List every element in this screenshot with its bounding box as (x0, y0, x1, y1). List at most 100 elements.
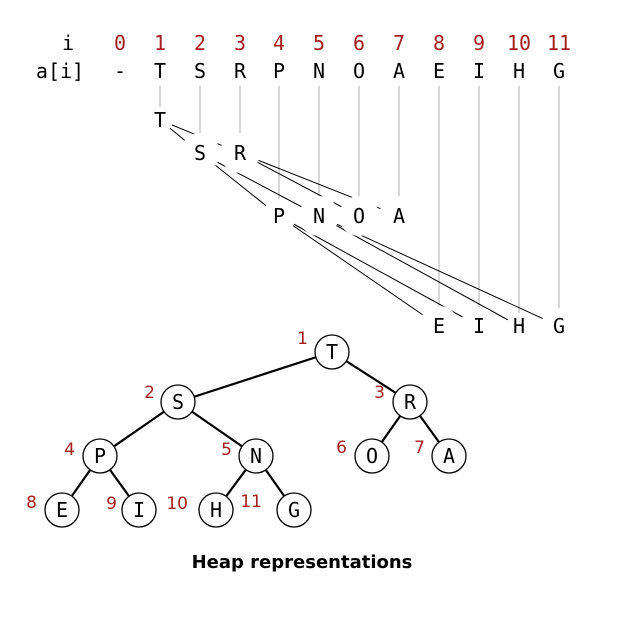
array-index-2: 2 (194, 31, 206, 55)
array-index-3: 3 (234, 31, 246, 55)
tree-node-key: N (250, 444, 262, 468)
lattice-node-9: I (460, 307, 499, 345)
lattice-link-3-6 (239, 152, 360, 217)
lattice-node-key: A (393, 204, 405, 228)
lattice-link-4-8 (278, 215, 440, 327)
diagram-caption: Heap representations (192, 552, 413, 573)
tree-node-circle (44, 492, 80, 528)
tree-node-key: H (210, 498, 222, 522)
lattice-node-1: T (147, 107, 173, 133)
tree-node-index: 11 (240, 492, 262, 512)
lattice-node-key: N (313, 204, 325, 228)
array-index-9: 9 (473, 31, 485, 55)
tree-node-key: O (366, 444, 378, 468)
lattice-node-key: R (234, 141, 247, 165)
array-index-0: 0 (114, 31, 126, 55)
lattice-node-key: O (353, 204, 365, 228)
tree-node-10: H 10 (166, 492, 234, 528)
tree-node-index: 5 (221, 440, 232, 460)
array-value-1: T (154, 59, 166, 83)
tree-node-circle (392, 384, 428, 420)
lattice-node-5: N (299, 196, 339, 236)
array-index-11: 11 (547, 31, 571, 55)
tree-node-index: 9 (106, 494, 117, 514)
tree-node-key: A (443, 444, 455, 468)
array-index-10: 10 (507, 31, 531, 55)
tree-node-index: 6 (336, 438, 347, 458)
array-value-3: R (234, 59, 247, 83)
tree-node-circle (238, 438, 274, 474)
tree-node-7: A7 (414, 438, 467, 474)
array-index-8: 8 (433, 31, 445, 55)
array-index-4: 4 (273, 31, 285, 55)
tree-node-key: P (94, 444, 106, 468)
tree-node-3: R3 (374, 383, 428, 420)
lattice-node-7: A (379, 196, 421, 236)
lattice-node-key: E (433, 314, 445, 338)
array-row-label: a[i] (36, 59, 84, 83)
tree-node-key: I (133, 498, 145, 522)
array-value-8: E (433, 59, 445, 83)
tree-node-11: G 11 (240, 492, 312, 528)
lattice-node-key: I (473, 314, 485, 338)
array-index-5: 5 (313, 31, 325, 55)
tree-node-circle (198, 492, 234, 528)
lattice-link-2-5 (199, 152, 320, 217)
array-index-1: 1 (154, 31, 166, 55)
tree-node-6: O6 (336, 438, 390, 474)
lattice-node-key: T (154, 108, 166, 132)
array-index-6: 6 (353, 31, 365, 55)
lattice-node-3: R (220, 133, 260, 173)
tree-node-circle (82, 438, 118, 474)
tree-node-circle (276, 492, 312, 528)
array-value-0: - (114, 59, 126, 83)
tree-node-2: S2 (144, 383, 196, 420)
tree-node-key: E (56, 498, 68, 522)
lattice-node-key: S (194, 141, 206, 165)
tree-node-index: 4 (64, 440, 75, 460)
index-row-label: i (62, 31, 74, 55)
array-value-5: N (313, 59, 325, 83)
array-value-11: G (553, 59, 565, 83)
tree-node-key: R (404, 390, 417, 414)
tree-node-circle (354, 438, 390, 474)
array-value-6: O (353, 59, 365, 83)
lattice-node-10: H (506, 313, 532, 339)
tree-node-8: E8 (26, 492, 80, 528)
lattice-node-key: P (273, 204, 285, 228)
lattice-node-4: P (262, 199, 296, 233)
tree-node-5: N5 (221, 438, 274, 474)
index-row: 0 1 2 3 4 5 6 7 8 9 10 11 (114, 31, 571, 55)
tree-node-circle (314, 334, 350, 370)
tree-node-1: T1 (297, 329, 350, 370)
lattice-node-2: S (180, 133, 220, 173)
array-value-4: P (273, 59, 285, 83)
tree-node-circle (160, 384, 196, 420)
tree-edge-1-2 (177, 350, 333, 404)
lattice-node-8: E (419, 306, 459, 346)
array-index-7: 7 (393, 31, 405, 55)
array-value-2: S (194, 59, 206, 83)
tree-node-circle (121, 492, 157, 528)
lattice-node-key: H (513, 314, 525, 338)
tree-node-index: 10 (166, 494, 188, 514)
tree-node-4: P4 (64, 438, 118, 474)
lattice-node-11: G (541, 308, 578, 344)
tree-node-index: 8 (26, 493, 37, 513)
tree-node-key: G (288, 498, 300, 522)
tree-node-circle (431, 438, 467, 474)
array-value-9: I (473, 59, 485, 83)
lattice-node-6: O (339, 196, 380, 236)
array-value-10: H (513, 59, 525, 83)
tree-node-index: 7 (414, 438, 425, 458)
tree-node-index: 3 (374, 383, 385, 403)
tree-node-key: T (326, 340, 338, 364)
tree-node-index: 2 (144, 383, 155, 403)
array-value-7: A (393, 59, 405, 83)
tree-node-key: S (172, 390, 184, 414)
tree-node-9: I9 (106, 492, 157, 528)
